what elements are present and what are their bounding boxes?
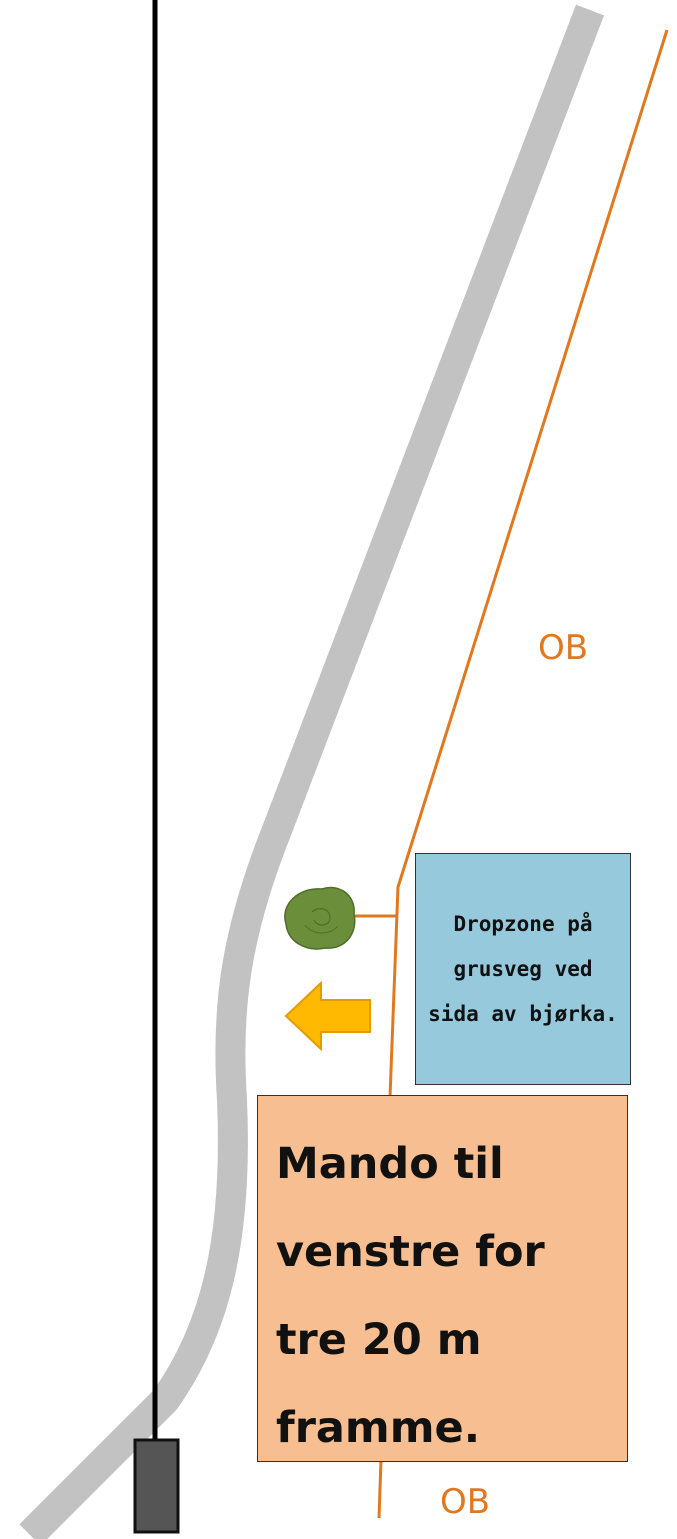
instruction-text: Mando til venstre for tre 20 m framme. <box>276 1139 545 1453</box>
dropzone-text: Dropzone på grusveg ved sida av bjørka. <box>428 911 618 1026</box>
dropzone-callout: Dropzone på grusveg ved sida av bjørka. <box>415 853 631 1085</box>
ob-boundary-line <box>388 29 669 1098</box>
ob-label-lower: OB <box>440 1482 491 1522</box>
instruction-callout: Mando til venstre for tre 20 m framme. <box>257 1095 628 1462</box>
left-arrow-icon <box>284 980 371 1052</box>
ob-boundary-line-lower <box>377 1459 383 1519</box>
gravel-road <box>19 4 605 1539</box>
birch-tree-icon <box>284 886 356 950</box>
ob-label-upper: OB <box>538 628 589 668</box>
control-marker-icon <box>133 1438 180 1534</box>
